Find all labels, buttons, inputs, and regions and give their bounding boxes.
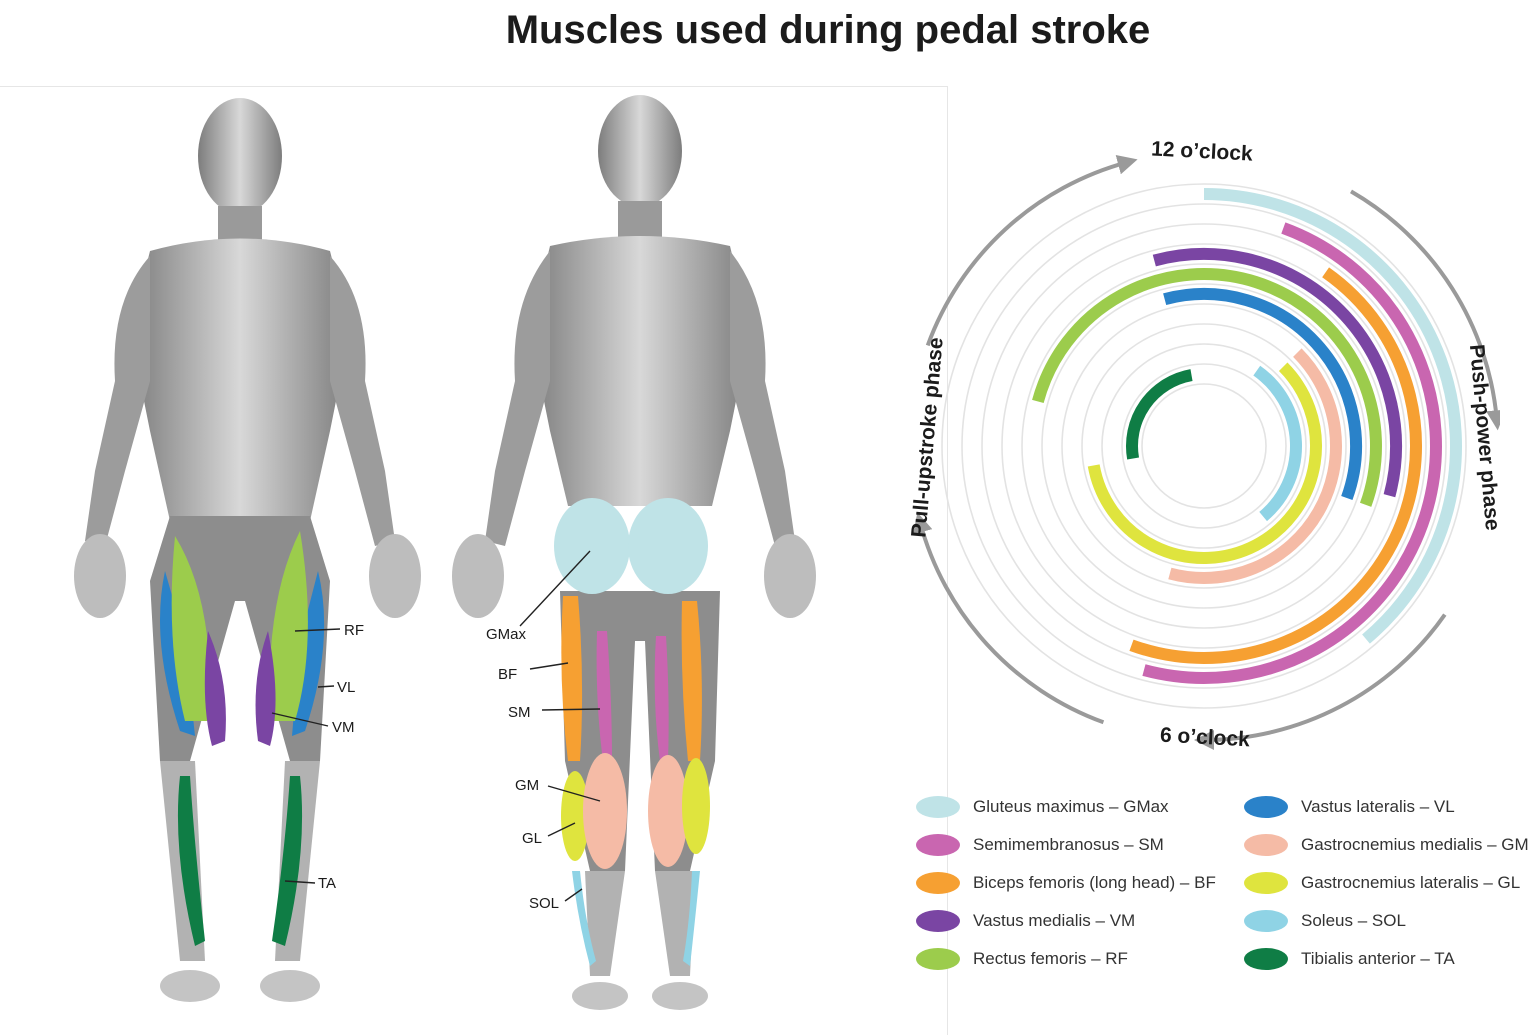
label-sol: SOL — [529, 895, 559, 912]
legend-swatch — [916, 796, 960, 818]
back-gmax-right — [628, 498, 708, 594]
label-12-oclock: 12 o’clock — [1151, 137, 1254, 165]
legend-item-vl: Vastus lateralis – VL — [1244, 792, 1455, 822]
direction-arrow-4 — [925, 154, 1138, 347]
page-title: Muscles used during pedal stroke — [505, 8, 1151, 52]
legend-label: Soleus – SOL — [1301, 911, 1406, 930]
legend-swatch — [916, 834, 960, 856]
label-vm: VM — [332, 719, 355, 736]
anatomy-figures: RF VL VM TA GMax BF SM GM GL SOL — [74, 95, 816, 1010]
activation-arc-ta — [1126, 369, 1193, 460]
direction-arrows — [912, 154, 1500, 750]
chart-ring — [1101, 343, 1307, 549]
legend-label: Biceps femoris (long head) – BF — [973, 873, 1216, 892]
back-sol-left — [572, 871, 596, 966]
direction-arrow-2 — [1194, 613, 1447, 750]
legend-item-bf: Biceps femoris (long head) – BF — [916, 868, 1216, 898]
legend-swatch — [1244, 796, 1288, 818]
chart-ring — [961, 203, 1447, 689]
label-push-power: Push-power phase — [1465, 343, 1500, 531]
label-gmax: GMax — [486, 626, 527, 643]
label-bf: BF — [498, 666, 517, 683]
label-sm: SM — [508, 704, 531, 721]
back-sol-right — [683, 871, 700, 966]
activation-arc-gmax — [1203, 188, 1462, 644]
label-6-oclock: 6 o’clock — [1159, 724, 1250, 752]
figure-labels: RF VL VM TA GMax BF SM GM GL SOL — [318, 622, 559, 912]
legend-swatch — [1244, 834, 1288, 856]
activation-arc-vm — [1152, 248, 1402, 498]
back-sm-left — [596, 631, 612, 761]
legend-label: Gastrocnemius medialis – GM — [1301, 835, 1529, 854]
legend-swatch — [916, 910, 960, 932]
direction-arrow-3 — [912, 512, 1105, 725]
chart-ring — [1081, 323, 1327, 569]
legend-label: Gluteus maximus – GMax — [973, 797, 1169, 816]
legend-label: Semimembranosus – SM — [973, 835, 1164, 854]
legend-item-gm: Gastrocnemius medialis – GM — [1244, 830, 1529, 860]
front-rf-left — [171, 536, 211, 721]
chart-ring — [1061, 303, 1347, 589]
legend-label: Tibialis anterior – TA — [1301, 949, 1455, 968]
front-rf-right — [269, 531, 308, 721]
back-sm-right — [654, 636, 669, 761]
back-gl-right — [682, 758, 710, 854]
legend-label: Rectus femoris – RF — [973, 949, 1128, 968]
activation-arc-sol — [1253, 365, 1302, 522]
legend-label: Vastus medialis – VM — [973, 911, 1136, 930]
legend-label: Vastus lateralis – VL — [1301, 797, 1455, 816]
legend-swatch — [1244, 948, 1288, 970]
front-vm-right — [255, 631, 276, 746]
chart-ring — [1041, 283, 1367, 609]
chart-ring — [1121, 363, 1287, 529]
legend-item-sol: Soleus – SOL — [1244, 906, 1406, 936]
back-gl-left — [561, 771, 589, 861]
activation-arc-gl — [1087, 362, 1322, 564]
chart-ring — [1141, 383, 1267, 509]
direction-arrow-1 — [1349, 189, 1500, 431]
back-gm-left — [583, 753, 627, 869]
legend-item-vm: Vastus medialis – VM — [916, 906, 1135, 936]
label-ta: TA — [318, 875, 336, 892]
chart-ring — [981, 223, 1427, 669]
back-gmax-left — [554, 498, 630, 594]
back-gm-right — [648, 755, 688, 867]
chart-ring — [1001, 243, 1407, 649]
legend-label: Gastrocnemius lateralis – GL — [1301, 873, 1521, 892]
back-figure — [452, 95, 816, 1010]
label-vl: VL — [337, 679, 355, 696]
leader-lines — [271, 550, 601, 902]
legend-item-ta: Tibialis anterior – TA — [1244, 944, 1455, 974]
legend-swatch — [916, 948, 960, 970]
back-bf-right — [681, 601, 702, 761]
front-ta-left — [177, 776, 205, 946]
pedal-stroke-chart: 12 o’clock 6 o’clock Push-power phase Pu… — [907, 137, 1500, 752]
legend-item-gl: Gastrocnemius lateralis – GL — [1244, 868, 1520, 898]
front-figure — [74, 98, 421, 1002]
activation-arc-vl — [1163, 288, 1362, 501]
chart-ring — [941, 183, 1467, 709]
label-gl: GL — [522, 830, 542, 847]
legend-item-rf: Rectus femoris – RF — [916, 944, 1128, 974]
legend-swatch — [1244, 910, 1288, 932]
legend-item-gmax: Gluteus maximus – GMax — [916, 792, 1169, 822]
back-bf-left — [561, 596, 583, 761]
activation-arc-sm — [1142, 222, 1442, 684]
front-ta-right — [272, 776, 303, 946]
chart-ring — [1021, 263, 1387, 629]
activation-arcs — [1032, 188, 1462, 684]
activation-arc-rf — [1032, 268, 1382, 507]
activation-arc-bf — [1129, 267, 1422, 664]
chart-rings — [941, 183, 1467, 709]
activation-arc-gm — [1168, 348, 1342, 584]
legend-swatch — [916, 872, 960, 894]
legend-item-sm: Semimembranosus – SM — [916, 830, 1164, 860]
anatomy-panel: RF VL VM TA GMax BF SM GM GL SOL — [0, 86, 948, 1035]
label-gm: GM — [515, 777, 539, 794]
legend-swatch — [1244, 872, 1288, 894]
label-rf: RF — [344, 622, 364, 639]
front-vm-left — [204, 631, 226, 746]
